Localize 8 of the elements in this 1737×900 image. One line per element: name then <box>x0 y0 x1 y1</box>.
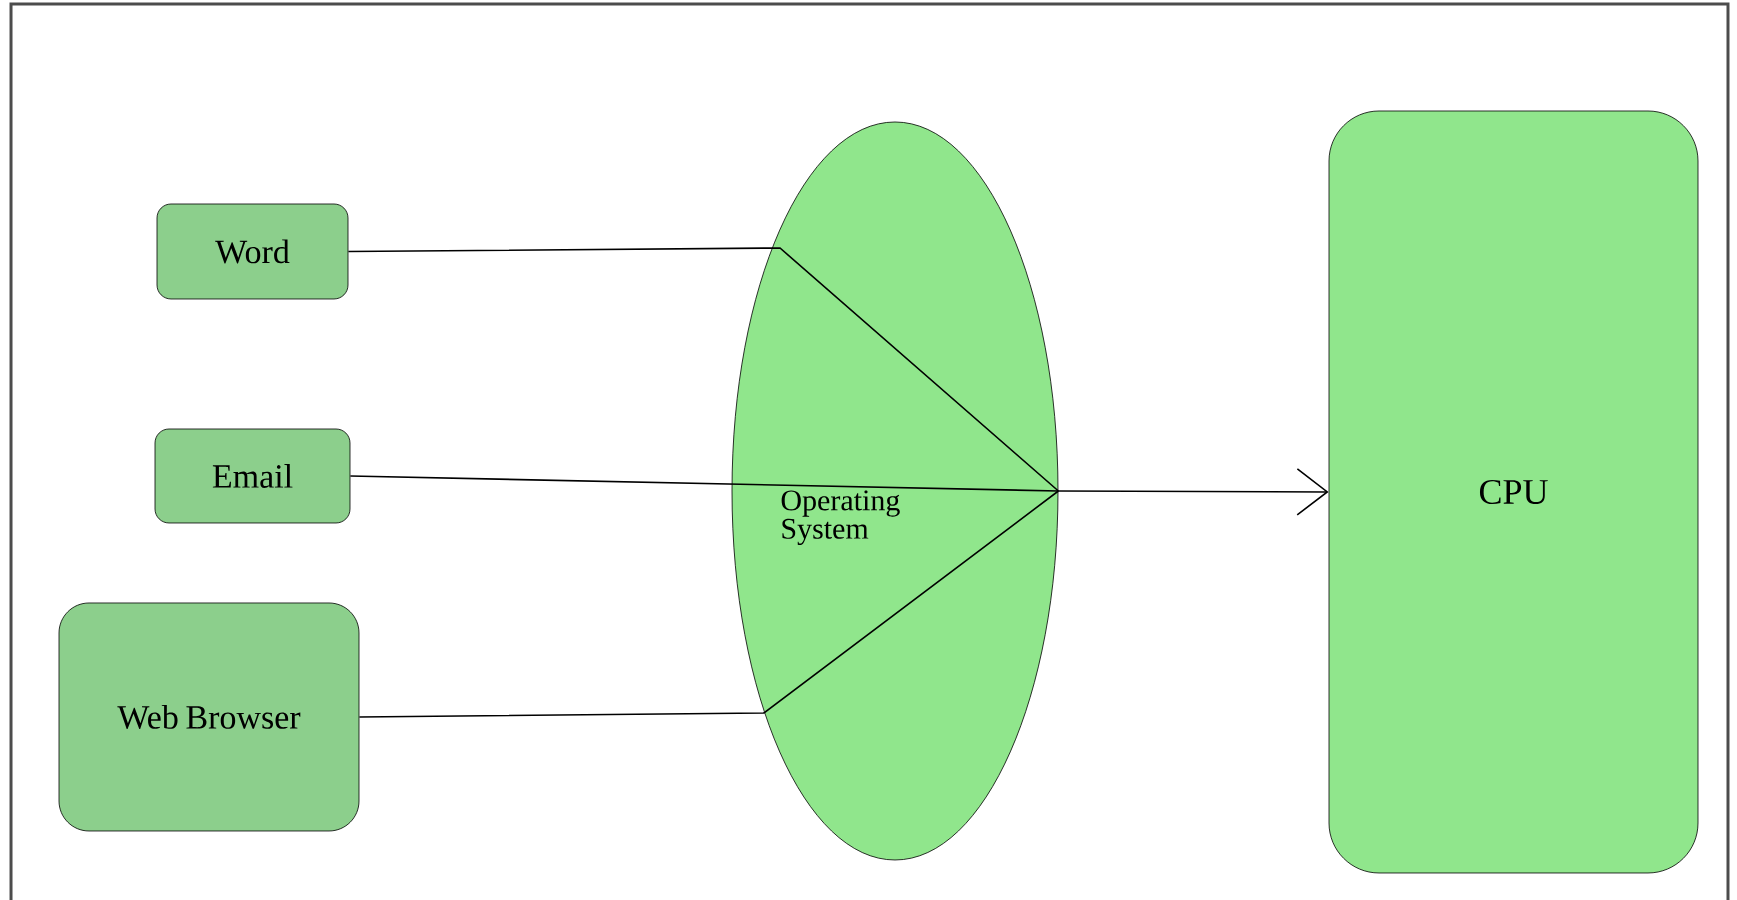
program-box: Email <box>154 428 351 524</box>
arrow <box>1057 468 1329 516</box>
connector-line <box>358 490 1060 718</box>
cpu-box: CPU <box>1328 110 1699 874</box>
connector-line <box>347 247 1060 492</box>
connector-line <box>349 475 1060 492</box>
program-box: Word <box>156 203 349 300</box>
program-box: Web Browser <box>58 602 360 832</box>
